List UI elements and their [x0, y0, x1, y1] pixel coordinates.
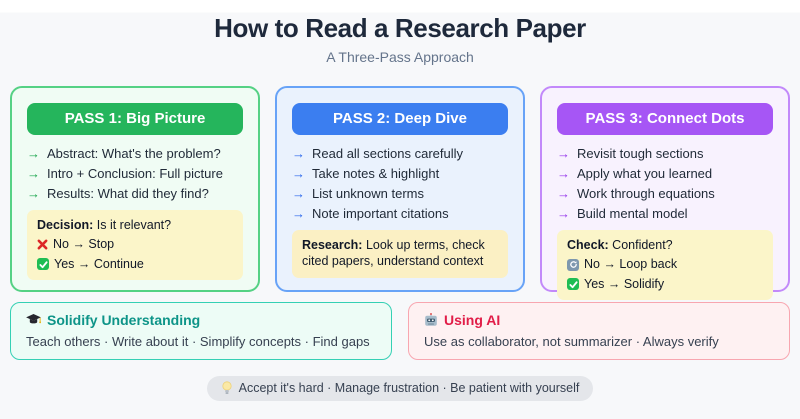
page-title: How to Read a Research Paper — [214, 13, 586, 43]
list-item: → Abstract: What's the problem? — [27, 146, 243, 161]
pass-1-card: PASS 1: Big Picture → Abstract: What's t… — [10, 85, 260, 292]
graduation-cap-icon — [26, 313, 41, 324]
card-title-row: Solidify Understanding — [26, 312, 376, 328]
page-subtitle: A Three-Pass Approach — [326, 48, 474, 65]
arrow-icon: → — [557, 205, 570, 221]
item-text: Results: What did they find? — [47, 185, 209, 201]
check-icon — [37, 258, 49, 271]
list-item: → Build mental model — [557, 206, 773, 221]
note-label: Check: — [567, 237, 609, 252]
list-item: → Results: What did they find? — [27, 186, 243, 201]
note-text: Confident? — [612, 237, 673, 252]
pass-3-card: PASS 3: Connect Dots → Revisit tough sec… — [540, 85, 790, 301]
research-note-box: Research: Look up terms, check cited pap… — [292, 229, 508, 278]
list-item: → Work through equations — [557, 186, 773, 201]
note-heading: Decision: Is it relevant? — [37, 217, 233, 234]
item-text: Work through equations — [577, 185, 715, 201]
item-text: Apply what you learned — [577, 165, 713, 181]
pass-2-card: PASS 2: Deep Dive → Read all sections ca… — [275, 85, 525, 292]
card-text: Teach others · Write about it · Simplify… — [26, 333, 370, 349]
list-item: → List unknown terms — [292, 186, 508, 201]
item-text: Read all sections carefully — [312, 145, 464, 161]
check-icon — [567, 278, 579, 291]
arrow-icon: → — [557, 185, 570, 201]
note-label: Research: — [302, 237, 363, 252]
note-line: Yes → Continue — [37, 256, 233, 273]
list-item: → Intro + Conclusion: Full picture — [27, 166, 243, 181]
light-bulb-icon — [222, 381, 232, 394]
pass-cards-row: PASS 1: Big Picture → Abstract: What's t… — [0, 85, 800, 301]
note-heading: Check: Confident? — [567, 237, 763, 254]
card-text: Use as collaborator, not summarizer · Al… — [424, 333, 719, 349]
decision-note-box: Decision: Is it relevant? No → Stop Yes … — [27, 209, 243, 281]
arrow-icon: → — [27, 185, 40, 201]
pass-1-header: PASS 1: Big Picture — [27, 102, 243, 135]
note-label: Decision: — [37, 217, 94, 232]
mindset-tip-pill: Accept it's hard · Manage frustration · … — [206, 375, 594, 401]
note-line: No → Stop — [37, 236, 233, 253]
page-header: How to Read a Research Paper A Three-Pas… — [0, 0, 800, 65]
card-title: Using AI — [444, 311, 501, 328]
note-line-text: Yes → Solidify — [584, 276, 665, 291]
note-line-text: Yes → Continue — [54, 256, 144, 271]
check-note-box: Check: Confident? No → Loop back Yes → S… — [557, 229, 773, 301]
using-ai-card: Using AI Use as collaborator, not summar… — [408, 301, 790, 360]
robot-icon — [425, 312, 437, 326]
item-text: Note important citations — [312, 205, 449, 221]
list-item: → Note important citations — [292, 206, 508, 221]
footer: Accept it's hard · Manage frustration · … — [0, 375, 800, 401]
arrow-icon: → — [292, 145, 305, 161]
note-line: No → Loop back — [567, 256, 763, 273]
note-heading: Research: Look up terms, check cited pap… — [302, 237, 498, 270]
item-text: Build mental model — [577, 205, 688, 221]
arrow-icon: → — [27, 165, 40, 181]
card-title: Solidify Understanding — [47, 311, 201, 328]
item-text: List unknown terms — [312, 185, 424, 201]
note-line-text: No → Loop back — [584, 257, 678, 272]
list-item: → Read all sections carefully — [292, 146, 508, 161]
arrow-icon: → — [557, 145, 570, 161]
list-item: → Apply what you learned — [557, 166, 773, 181]
pass-2-header: PASS 2: Deep Dive — [292, 102, 508, 135]
item-text: Abstract: What's the problem? — [47, 145, 221, 161]
pass-3-header: PASS 3: Connect Dots — [557, 102, 773, 135]
card-title-row: Using AI — [424, 312, 774, 328]
solidify-understanding-card: Solidify Understanding Teach others · Wr… — [10, 301, 392, 360]
item-text: Intro + Conclusion: Full picture — [47, 165, 223, 181]
arrow-icon: → — [557, 165, 570, 181]
list-item: → Revisit tough sections — [557, 146, 773, 161]
arrow-icon: → — [292, 185, 305, 201]
tip-text: Accept it's hard · Manage frustration · … — [238, 380, 580, 395]
bottom-cards-row: Solidify Understanding Teach others · Wr… — [0, 301, 800, 360]
arrow-icon: → — [292, 205, 305, 221]
item-text: Revisit tough sections — [577, 145, 704, 161]
note-text: Look up terms, check cited papers, under… — [302, 237, 485, 269]
note-text: Is it relevant? — [96, 217, 172, 232]
cross-icon — [37, 239, 48, 250]
arrow-icon: → — [292, 165, 305, 181]
note-line: Yes → Solidify — [567, 276, 763, 293]
item-text: Take notes & highlight — [312, 165, 440, 181]
note-line-text: No → Stop — [53, 237, 115, 252]
arrow-icon: → — [27, 145, 40, 161]
list-item: → Take notes & highlight — [292, 166, 508, 181]
refresh-icon — [567, 258, 579, 271]
